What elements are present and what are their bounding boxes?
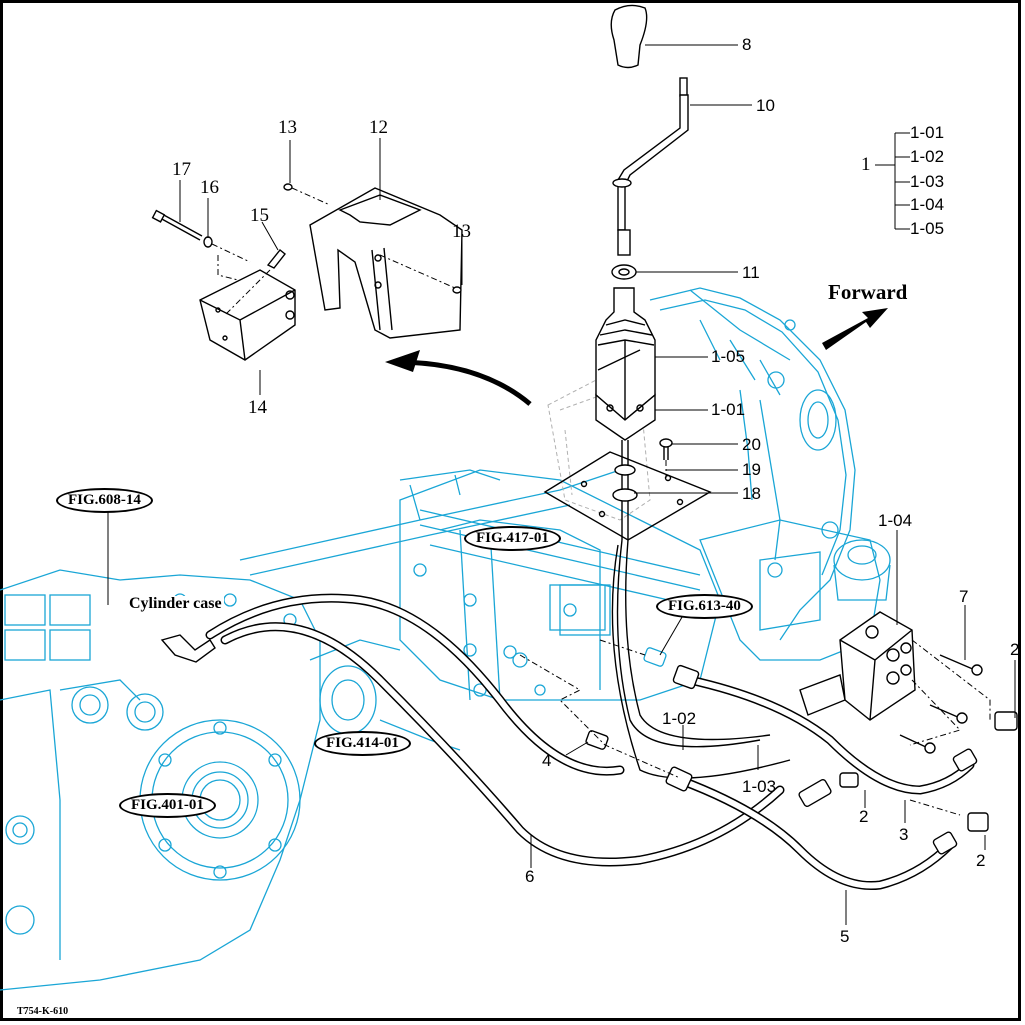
adapter-fitting-4 — [519, 654, 681, 779]
callout-18: 18 — [742, 484, 761, 503]
callout-4: 4 — [542, 751, 552, 770]
transmission-housing-background — [0, 287, 891, 991]
callout-14: 14 — [248, 397, 267, 418]
callout-15: 15 — [250, 205, 269, 226]
fitting-613-40 — [643, 647, 667, 667]
figure-reference-608-14[interactable]: FIG.608-14 — [56, 488, 153, 513]
callout-5: 5 — [840, 927, 850, 946]
callout-1-03: 1-03 — [742, 777, 777, 796]
callout-19: 19 — [742, 460, 761, 479]
forward-arrow-icon — [822, 308, 888, 350]
callout-10: 10 — [756, 96, 775, 115]
forward-direction-label: Forward — [828, 280, 908, 304]
callout-1-05: 1-05 — [711, 347, 746, 366]
figure-reference-613-40[interactable]: FIG.613-40 — [656, 594, 753, 619]
cylinder-case-label: Cylinder case — [127, 595, 224, 612]
callout-13-right: 13 — [452, 221, 471, 242]
callout-2-right: 2 — [1010, 640, 1020, 659]
callout-12: 12 — [369, 117, 388, 138]
figure-reference-401-01[interactable]: FIG.401-01 — [119, 793, 216, 818]
control-valve — [799, 611, 1018, 832]
callout-11: 11 — [742, 263, 760, 282]
callout-2-lower: 2 — [976, 851, 986, 870]
assembly-child: 1-05 — [910, 219, 945, 238]
callout-8: 8 — [742, 35, 752, 54]
callout-6: 6 — [525, 867, 535, 886]
figure-reference-414-01[interactable]: FIG.414-01 — [314, 731, 411, 756]
callout-1-04: 1-04 — [878, 511, 913, 530]
assembly-child: 1-04 — [910, 195, 945, 214]
assembly-child: 1-01 — [910, 123, 945, 142]
mounting-plate — [543, 451, 712, 541]
assembly-child: 1-02 — [910, 147, 945, 166]
drawing-code: T754-K-610 — [17, 1006, 69, 1017]
callout-1-01: 1-01 — [711, 400, 746, 419]
shift-lever-assembly — [543, 4, 791, 779]
guard-and-bracket — [151, 183, 532, 406]
assembly-child: 1-03 — [910, 172, 945, 191]
lever-knob — [610, 4, 648, 69]
hoses — [160, 593, 978, 891]
shift-rod — [617, 94, 689, 231]
callout-3: 3 — [899, 825, 909, 844]
callout-17: 17 — [172, 159, 191, 180]
bracket — [199, 269, 296, 361]
callout-13-top: 13 — [278, 117, 297, 138]
callout-1-02: 1-02 — [662, 709, 697, 728]
callout-7: 7 — [959, 587, 969, 606]
leader-lines — [107, 44, 1016, 925]
assembly-parent: 1 — [861, 154, 871, 175]
callout-20: 20 — [742, 435, 761, 454]
figure-reference-417-01[interactable]: FIG.417-01 — [464, 526, 561, 551]
callout-2-middle: 2 — [859, 807, 869, 826]
callout-16: 16 — [200, 177, 219, 198]
